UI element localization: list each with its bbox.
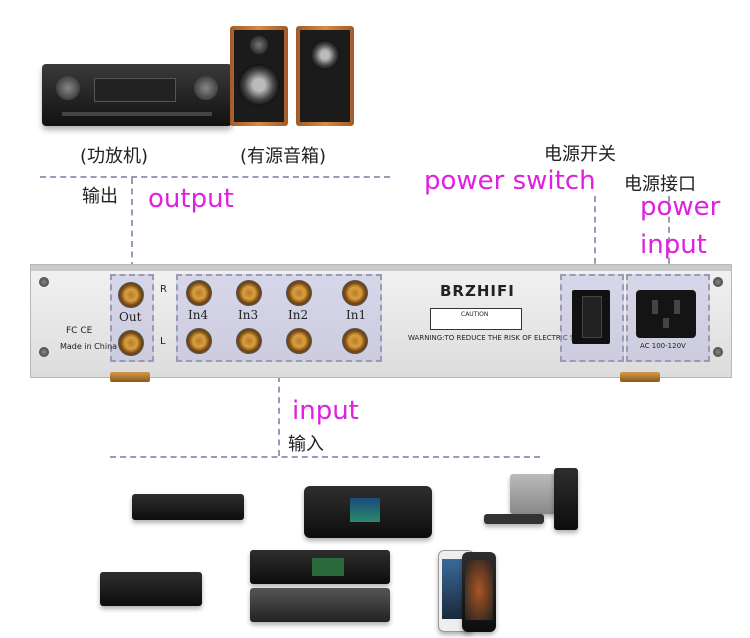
screw-icon <box>39 277 49 287</box>
input2-label: In2 <box>288 308 309 322</box>
bluray-player-image <box>132 494 244 520</box>
switch-connector-line <box>594 196 596 274</box>
output-en-label: output <box>148 184 234 214</box>
input1-rca-right[interactable] <box>342 280 368 306</box>
power-input-en-label-2: input <box>640 230 707 260</box>
channel-r-label: R <box>160 284 167 295</box>
keyboard-image <box>484 514 544 524</box>
power-connector-line <box>668 196 670 274</box>
dvd-player-image <box>100 572 202 606</box>
foot <box>110 372 150 382</box>
ac-voltage-label: AC 100-120V <box>640 342 686 350</box>
streamer-image <box>304 486 432 538</box>
knob-icon <box>194 76 218 100</box>
amplifier-label: (功放机) <box>80 146 149 167</box>
dac-front-image <box>250 550 390 584</box>
amplifier-image <box>42 64 232 126</box>
input2-rca-right[interactable] <box>286 280 312 306</box>
input4-rca-left[interactable] <box>186 328 212 354</box>
power-switch[interactable] <box>572 290 610 344</box>
cert-marks: FC CE <box>66 326 93 336</box>
output-rca-right[interactable] <box>118 282 144 308</box>
warning-text: WARNING:TO REDUCE THE RISK OF ELECTRIC S… <box>408 334 595 342</box>
input3-label: In3 <box>238 308 259 322</box>
output-rca-left[interactable] <box>118 330 144 356</box>
dac-back-image <box>250 588 390 622</box>
computer-monitor-image <box>510 474 560 514</box>
input1-rca-left[interactable] <box>342 328 368 354</box>
speaker-front-image <box>230 26 288 126</box>
speaker-label: (有源音箱) <box>240 146 327 167</box>
front-strip <box>62 112 212 116</box>
computer-tower-image <box>554 468 578 530</box>
power-input-cn-label: 电源接口 <box>624 174 696 195</box>
output-connector-line <box>131 178 133 268</box>
display-slot <box>94 78 176 102</box>
screw-icon <box>39 347 49 357</box>
input4-rca-right[interactable] <box>186 280 212 306</box>
speaker-back-image <box>296 26 354 126</box>
input1-label: In1 <box>346 308 367 322</box>
brand-logo: BRZHIFI <box>440 282 515 300</box>
foot <box>620 372 660 382</box>
channel-l-label: L <box>160 336 166 347</box>
power-socket[interactable] <box>636 290 696 338</box>
warning-sticker: CAUTION <box>430 308 522 330</box>
phone-black-image <box>462 552 496 632</box>
input-connector-line <box>278 376 280 456</box>
out-label: Out <box>119 310 142 324</box>
made-in-label: Made in China <box>60 342 118 351</box>
input3-rca-left[interactable] <box>236 328 262 354</box>
power-switch-en-label: power switch <box>424 166 596 196</box>
input-cn-label: 输入 <box>288 434 324 455</box>
input4-label: In4 <box>188 308 209 322</box>
power-switch-panel <box>560 274 624 362</box>
input-dashed-line <box>110 456 540 458</box>
screw-icon <box>713 347 723 357</box>
input3-rca-right[interactable] <box>236 280 262 306</box>
input2-rca-left[interactable] <box>286 328 312 354</box>
screw-icon <box>713 277 723 287</box>
caution-label: CAUTION <box>461 311 489 318</box>
input-en-label: input <box>292 396 359 426</box>
power-input-en-label-1: power <box>640 192 721 222</box>
output-dashed-line <box>40 176 390 178</box>
knob-icon <box>56 76 80 100</box>
power-switch-cn-label: 电源开关 <box>544 144 616 165</box>
output-cn-label: 输出 <box>82 186 118 207</box>
